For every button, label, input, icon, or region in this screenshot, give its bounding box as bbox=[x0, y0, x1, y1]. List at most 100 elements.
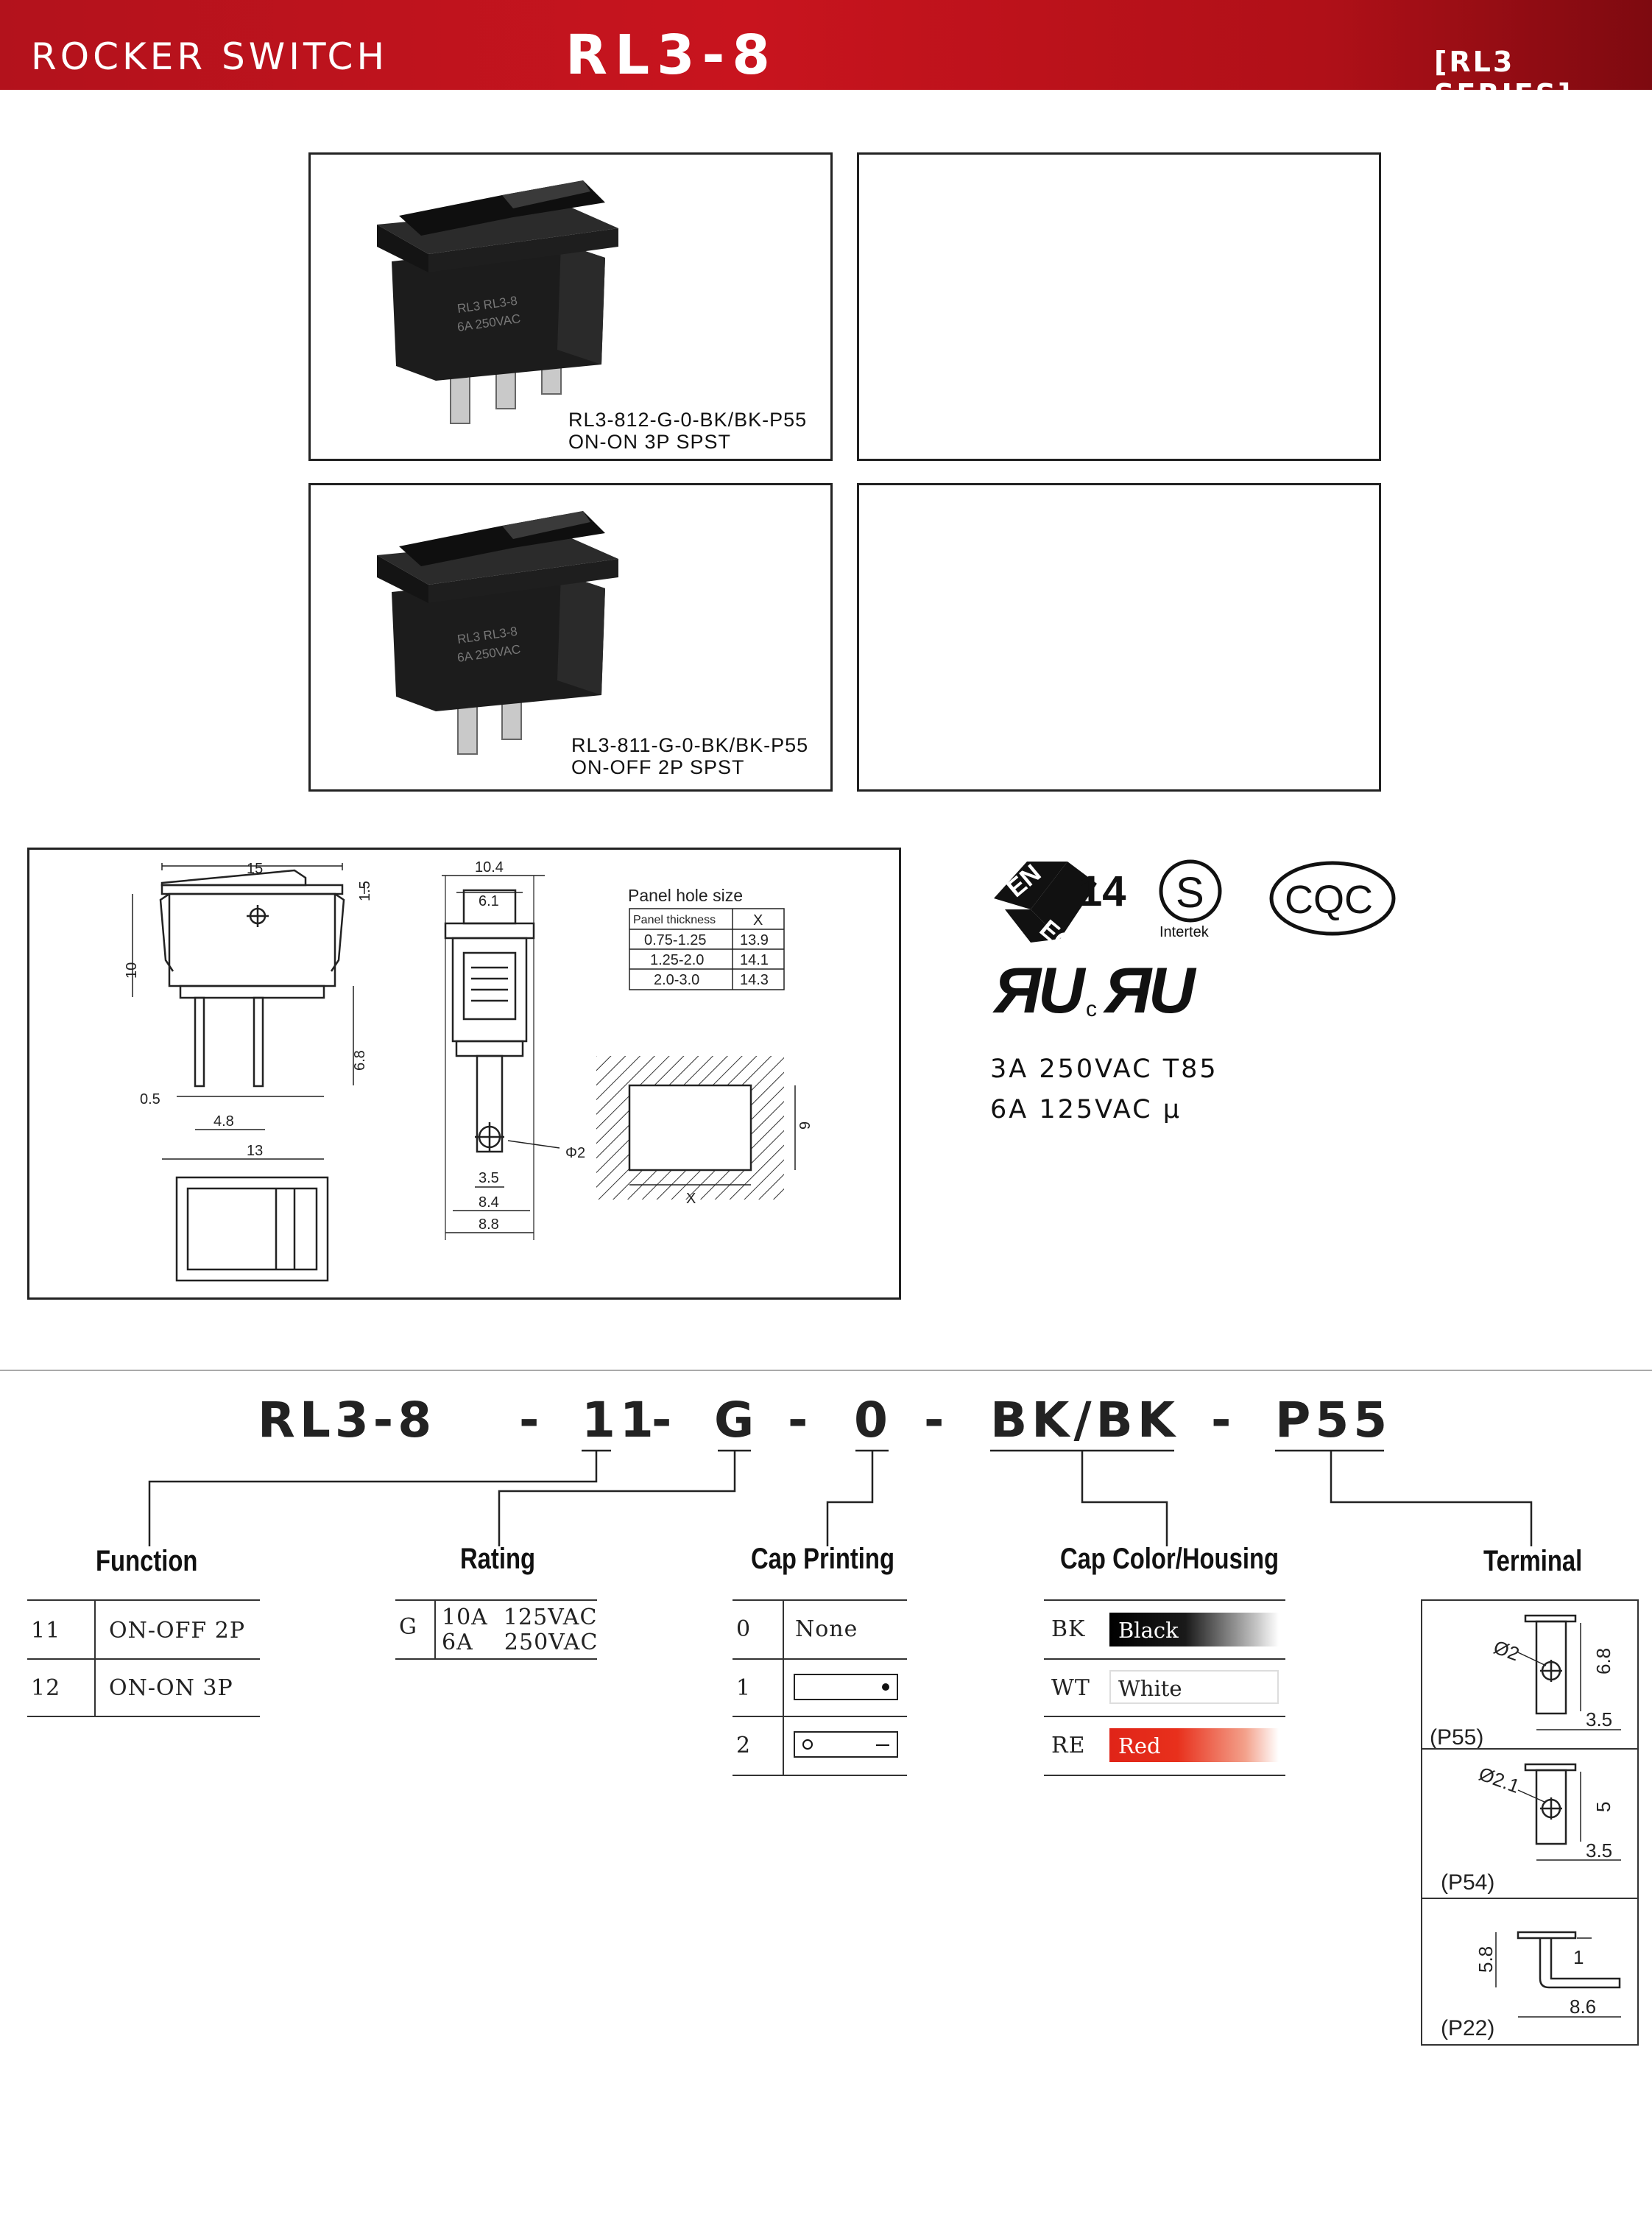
color-swatch-black: Black bbox=[1109, 1613, 1279, 1646]
intertek-s-icon: S Intertek bbox=[1159, 859, 1222, 940]
dimension-drawing: 15 1.5 10 6.8 0.5 4.8 13 10.4 6.1 Φ2 3.5… bbox=[124, 859, 813, 1282]
divider bbox=[1422, 1898, 1637, 1899]
divider bbox=[733, 1716, 907, 1717]
cap-color-code: BK bbox=[1051, 1616, 1086, 1642]
rating-title: Rating bbox=[460, 1543, 536, 1575]
function-code: 12 bbox=[31, 1675, 61, 1701]
cap-color-code: WT bbox=[1051, 1675, 1090, 1701]
function-title: Function bbox=[96, 1545, 198, 1577]
cap-printing-code: 0 bbox=[736, 1616, 752, 1642]
terminal-label: (P22) bbox=[1441, 2016, 1494, 2040]
panel-hole-cell: 14.1 bbox=[740, 952, 769, 968]
terminal-label: (P55) bbox=[1430, 1725, 1483, 1748]
svg-text:U: U bbox=[1038, 954, 1087, 1026]
category-title: ROCKER SWITCH bbox=[31, 35, 389, 78]
divider bbox=[1044, 1716, 1285, 1717]
rating-line: 10A 125VAC bbox=[442, 1605, 598, 1630]
enec-number: 14 bbox=[1079, 867, 1126, 915]
terminal-p55-drawing: Ø2 6.8 3.5 (P55) bbox=[1430, 1614, 1621, 1748]
svg-text:Я: Я bbox=[992, 954, 1042, 1026]
svg-text:Я: Я bbox=[1103, 954, 1153, 1026]
terminal-dim: Ø2 bbox=[1491, 1635, 1522, 1665]
code-dash: - bbox=[519, 1392, 544, 1448]
code-cap-color: BK/BK bbox=[990, 1392, 1180, 1448]
dim-15: 15 bbox=[247, 861, 263, 877]
divider bbox=[434, 1599, 436, 1658]
panel-hole-header-1: Panel thickness bbox=[633, 914, 716, 926]
divider bbox=[733, 1599, 907, 1601]
panel-hole-header-2: X bbox=[753, 912, 763, 929]
color-label: Black bbox=[1118, 1618, 1179, 1643]
panel-hole-dim-height: 9 bbox=[797, 1121, 813, 1130]
dim-6-8: 6.8 bbox=[352, 1050, 368, 1071]
ul-recognized-icon: Я U bbox=[992, 954, 1087, 1026]
rocker-switch-photo: RL3 RL3-8 6A 250VAC bbox=[377, 511, 618, 755]
dimension-drawing-panel: 15 1.5 10 6.8 0.5 4.8 13 10.4 6.1 Φ2 3.5… bbox=[27, 848, 901, 1300]
empty-panel-2 bbox=[857, 483, 1381, 792]
cap-printing-title: Cap Printing bbox=[751, 1543, 894, 1575]
divider bbox=[395, 1599, 597, 1601]
code-model: RL3-8 bbox=[258, 1392, 437, 1448]
divider bbox=[733, 1775, 907, 1776]
terminal-dim: 1 bbox=[1573, 1946, 1584, 1968]
color-swatch-white: White bbox=[1109, 1670, 1279, 1704]
divider bbox=[783, 1599, 784, 1775]
rating-line: 6A 250VAC bbox=[442, 1630, 599, 1655]
dim-10: 10 bbox=[124, 962, 140, 979]
rating-code: G bbox=[399, 1614, 417, 1640]
svg-text:S: S bbox=[1176, 869, 1204, 917]
section-divider bbox=[0, 1370, 1652, 1371]
code-connector-lines bbox=[148, 1449, 1533, 1546]
dim-4-8: 4.8 bbox=[213, 1113, 234, 1130]
cap-color-title: Cap Color/Housing bbox=[1060, 1543, 1279, 1575]
cqc-label: CQC bbox=[1285, 878, 1373, 922]
panel-hole-dim-width: X bbox=[686, 1191, 696, 1207]
function-label: ON-OFF 2P bbox=[109, 1618, 246, 1644]
divider bbox=[1044, 1775, 1285, 1776]
dot-icon bbox=[882, 1683, 889, 1691]
terminal-dim: 6.8 bbox=[1592, 1648, 1614, 1674]
cap-color-code: RE bbox=[1051, 1733, 1086, 1758]
divider bbox=[27, 1658, 260, 1660]
panel-hole-cell: 14.3 bbox=[740, 972, 769, 988]
divider bbox=[1044, 1599, 1285, 1601]
part-number: RL3-811-G-0-BK/BK-P55 bbox=[571, 734, 809, 756]
circle-icon bbox=[802, 1739, 813, 1750]
divider bbox=[27, 1716, 260, 1717]
rocker-switch-photo: RL3 RL3-8 6A 250VAC bbox=[377, 180, 618, 424]
product-panel-2: RL3 RL3-8 6A 250VAC RL3-811-G-0-BK/BK-P5… bbox=[308, 483, 833, 792]
color-label: White bbox=[1118, 1676, 1182, 1701]
panel-hole-title: Panel hole size bbox=[628, 886, 743, 905]
terminal-dim: 5.8 bbox=[1475, 1946, 1497, 1973]
svg-text:U: U bbox=[1148, 954, 1197, 1026]
terminal-dim: 5 bbox=[1592, 1802, 1614, 1812]
part-number: RL3-812-G-0-BK/BK-P55 bbox=[568, 409, 808, 431]
terminal-dim: 8.6 bbox=[1570, 1996, 1596, 2018]
code-function: 11 bbox=[582, 1392, 658, 1448]
code-dash: - bbox=[924, 1392, 949, 1448]
divider bbox=[1422, 1748, 1637, 1750]
divider bbox=[395, 1658, 597, 1660]
rating-line-1: 3A 250VAC T85 bbox=[990, 1054, 1218, 1084]
ul-c-mark: c bbox=[1086, 997, 1097, 1021]
code-rating: G bbox=[714, 1392, 759, 1448]
intertek-label: Intertek bbox=[1159, 924, 1210, 940]
dim-6-1: 6.1 bbox=[479, 893, 499, 909]
dim-13: 13 bbox=[247, 1143, 263, 1159]
cap-printing-code: 1 bbox=[736, 1675, 752, 1701]
terminal-dim: 3.5 bbox=[1586, 1708, 1612, 1730]
dim-3-5: 3.5 bbox=[479, 1170, 499, 1186]
panel-hole-cell: 1.25-2.0 bbox=[650, 952, 704, 968]
divider bbox=[27, 1599, 260, 1601]
dim-phi2: Φ2 bbox=[565, 1145, 585, 1161]
cul-recognized-icon: c Я U bbox=[1086, 954, 1197, 1026]
header-banner: ROCKER SWITCH RL3-8 [RL3 SERIES] bbox=[0, 0, 1652, 110]
divider bbox=[733, 1658, 907, 1660]
cap-printing-code: 2 bbox=[736, 1733, 752, 1758]
terminal-label: (P54) bbox=[1441, 1870, 1494, 1895]
cap-printing-o-dash-symbol bbox=[794, 1731, 898, 1758]
terminal-dim: Ø2.1 bbox=[1476, 1762, 1522, 1797]
code-terminal: P55 bbox=[1275, 1392, 1392, 1448]
cap-printing-dot-symbol bbox=[794, 1674, 898, 1700]
terminal-p54-drawing: Ø2.1 5 3.5 (P54) bbox=[1441, 1762, 1621, 1895]
